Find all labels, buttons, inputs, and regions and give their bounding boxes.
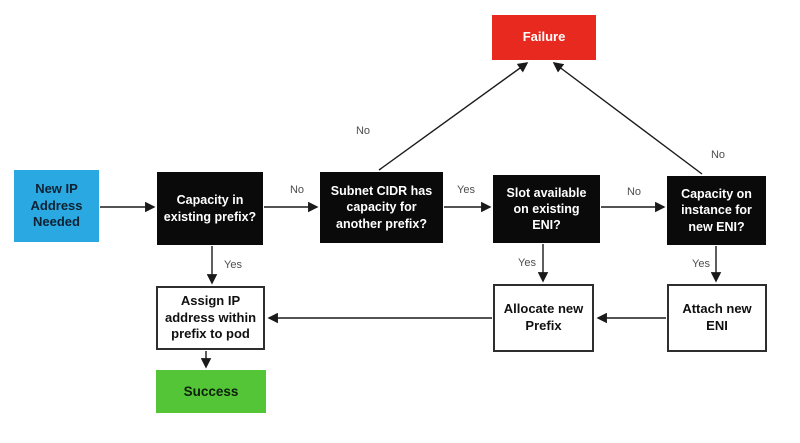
node-success: Success	[156, 370, 266, 413]
node-failure: Failure	[492, 15, 596, 60]
node-subnet-cidr-capacity: Subnet CIDR has capacity for another pre…	[320, 172, 443, 243]
edge-label-no-capacity-to-subnet: No	[289, 184, 305, 196]
node-slot-available-eni: Slot available on existing ENI?	[493, 175, 600, 243]
node-new-ip-needed: New IP Address Needed	[14, 170, 99, 242]
edge-label-no-instance-to-failure: No	[710, 149, 726, 161]
node-assign-ip-to-pod: Assign IP address within prefix to pod	[156, 286, 265, 350]
edge-label-yes-slot-to-allocate: Yes	[518, 257, 536, 269]
node-attach-new-eni: Attach new ENI	[667, 284, 767, 352]
edge-label-yes-capacity-to-assign: Yes	[224, 259, 242, 271]
node-capacity-instance-new-eni: Capacity on instance for new ENI?	[667, 176, 766, 245]
node-capacity-existing-prefix: Capacity in existing prefix?	[157, 172, 263, 245]
node-allocate-new-prefix: Allocate new Prefix	[493, 284, 594, 352]
edge-label-yes-subnet-to-slot: Yes	[457, 184, 475, 196]
edge-label-no-subnet-to-failure: No	[355, 125, 371, 137]
edge-label-no-slot-to-instance: No	[626, 186, 642, 198]
edge-instance-to-failure	[552, 62, 703, 175]
edge-label-yes-instance-to-attach: Yes	[692, 258, 710, 270]
edge-subnet-to-failure	[378, 62, 529, 171]
